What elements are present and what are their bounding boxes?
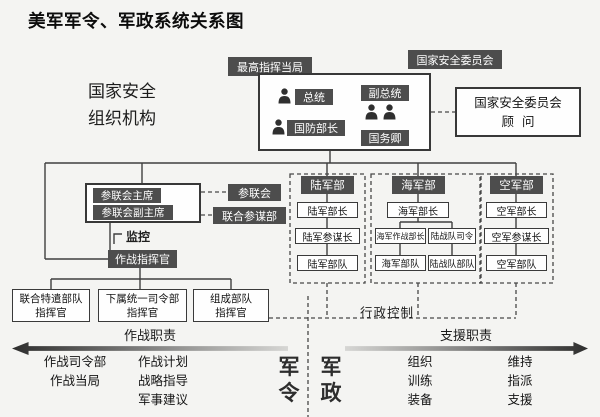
operational-list-a: 作战司令部 作战当局 [38,352,112,390]
navy-dept-header: 海军部 [392,176,445,194]
support-item: 训练 [407,373,433,388]
component-commander-line1: 组成部队 [210,292,252,305]
marine-forces-box: 陆战队部队 [428,255,476,271]
vice-president-label: 副总统 [361,85,409,101]
operational-item: 作战当局 [49,373,100,388]
jcs-council-label: 参联会 [228,184,281,201]
airforce-chief-of-staff-box: 空军参谋长 [484,228,549,244]
person-icon [383,104,396,124]
army-chief-of-staff-box: 陆军参谋长 [295,228,360,244]
navy-secretary-box: 海军部长 [387,202,449,218]
admin-control-label: 行政控制 [360,305,415,320]
support-item: 组织 [407,354,433,369]
defense-secretary-label: 国防部长 [287,120,345,136]
subordinate-commander-line1: 下属统一司令部 [105,292,180,305]
diagram-title: 美军军令、军政系统关系图 [28,12,244,32]
subordinate-unified-commander-box: 下属统一司令部 指挥官 [98,289,187,322]
airforce-dept-header: 空军部 [490,176,543,194]
operational-item: 军事建议 [137,392,188,407]
support-duty-title: 支援职责 [439,329,492,344]
nsc-advisor-box: 国家安全委员会 顾 问 [455,87,581,137]
jtf-commander-box: 联合特遣部队 指挥官 [12,289,90,322]
operational-item: 作战司令部 [43,354,107,369]
leadership-box: 总统 国防部长 副总统 国务卿 [258,73,431,151]
navy-forces-box: 海军部队 [375,255,426,271]
airforce-secretary-box: 空军部长 [486,202,547,218]
supreme-command-authority-label: 最高指挥当局 [228,57,312,76]
support-item: 支援 [507,392,533,407]
person-icon [365,104,378,124]
military-command-label: 军令 [278,355,300,405]
jcs-chairman-box: 参联会主席 参联会副主席 [85,183,201,223]
support-list-b: 维持 指派 支援 [483,352,557,409]
component-forces-commander-box: 组成部队 指挥官 [193,289,269,322]
combatant-commander-label: 作战指挥官 [108,250,177,268]
side-label-line1: 国家安全 [88,82,156,102]
monitor-label: 监控 [126,230,151,244]
jtf-commander-line1: 联合特遣部队 [19,292,83,305]
nsc-label: 国家安全委员会 [408,50,502,69]
joint-staff-label: 联合参谋部 [213,207,286,224]
nsc-advisor-line2: 顾 问 [501,114,535,129]
chief-naval-operations-box: 海军作战部长 [375,228,426,244]
support-item: 指派 [507,373,533,388]
support-item: 装备 [407,392,433,407]
operational-item: 战略指导 [137,373,188,388]
military-admin-label: 军政 [320,355,342,405]
jtf-commander-line2: 指挥官 [35,306,67,319]
subordinate-commander-line2: 指挥官 [126,306,159,319]
state-secretary-label: 国务卿 [361,130,409,146]
army-forces-box: 陆军部队 [297,255,358,271]
person-icon [278,88,291,108]
army-dept-header: 陆军部 [301,176,354,194]
president-label: 总统 [295,89,333,105]
side-label-line2: 组织机构 [88,109,156,129]
operational-duty-title: 作战职责 [123,329,176,344]
operational-list-b: 作战计划 战略指导 军事建议 [126,352,200,409]
support-item: 维持 [507,354,533,369]
component-commander-line2: 指挥官 [215,306,247,319]
national-security-org-label: 国家安全 组织机构 [88,79,156,133]
person-icon [272,119,285,139]
army-secretary-box: 陆军部长 [297,202,358,218]
nsc-advisor-line1: 国家安全委员会 [474,95,562,110]
airforce-forces-box: 空军部队 [486,255,547,271]
marine-commandant-box: 陆战队司令 [428,228,476,244]
support-list-a: 组织 训练 装备 [383,352,457,409]
operational-item: 作战计划 [137,354,188,369]
jcs-chairman-label: 参联会主席 [93,188,161,203]
jcs-vice-chairman-label: 参联会副主席 [93,205,173,220]
